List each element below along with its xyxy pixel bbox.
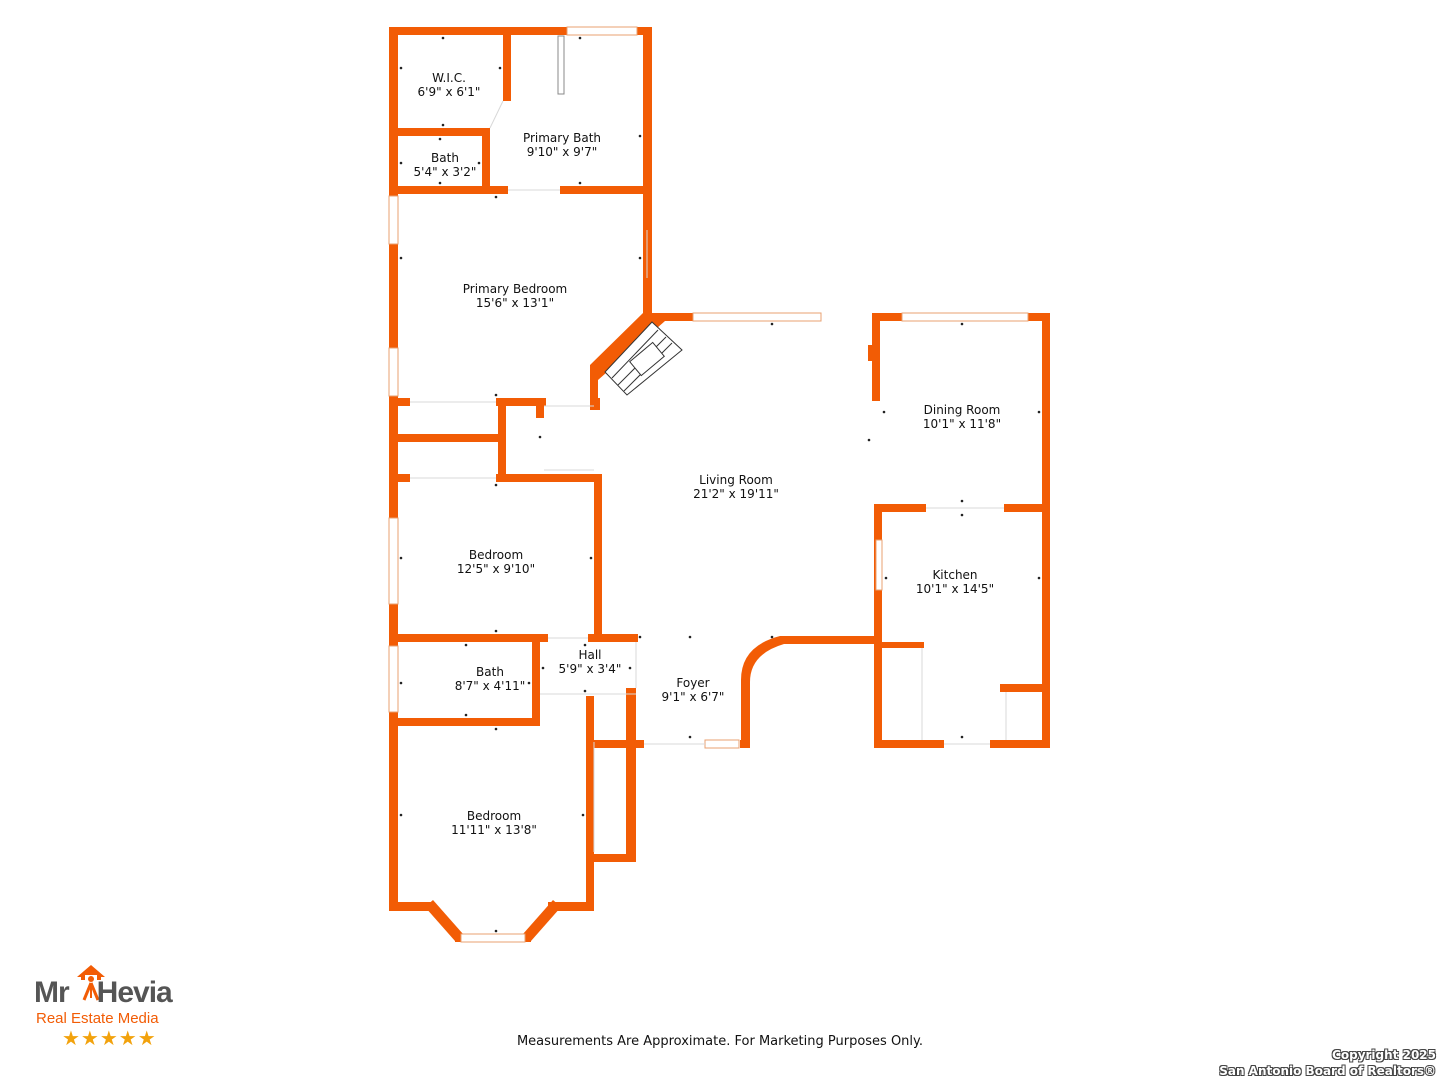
room-name-wic: W.I.C. [432, 71, 466, 85]
room-name-bath-2: Bath [476, 665, 504, 679]
room-size-living-room: 21'2" x 19'11" [693, 487, 779, 501]
logo-name-left: Mr [34, 976, 70, 1009]
copyright-line1: Copyright 2025 [1332, 1048, 1436, 1062]
brand-logo: Mr Hevia Real Estate Media ★★★★★ [34, 962, 204, 1054]
copyright-line2: San Antonio Board of Realtors® [1219, 1064, 1436, 1078]
logo-name-right: Hevia [96, 976, 173, 1009]
room-name-bath-small: Bath [431, 151, 459, 165]
room-size-wic: 6'9" x 6'1" [418, 85, 481, 99]
logo-name: Mr Hevia [34, 976, 173, 1010]
room-name-kitchen: Kitchen [932, 568, 977, 582]
logo-stars: ★★★★★ [62, 1026, 157, 1050]
copyright-watermark: Copyright 2025 San Antonio Board of Real… [1219, 1047, 1436, 1079]
measure-ticks [399, 36, 1041, 933]
room-name-foyer: Foyer [676, 676, 709, 690]
room-size-bath-small: 5'4" x 3'2" [414, 165, 477, 179]
room-name-dining-room: Dining Room [924, 403, 1001, 417]
room-size-primary-bath: 9'10" x 9'7" [527, 145, 598, 159]
disclaimer-text: Measurements Are Approximate. For Market… [516, 1034, 924, 1049]
room-size-foyer: 9'1" x 6'7" [662, 690, 725, 704]
room-size-primary-bedroom: 15'6" x 13'1" [476, 296, 554, 310]
room-size-hall: 5'9" x 3'4" [559, 662, 622, 676]
room-size-bedroom-3: 11'11" x 13'8" [451, 823, 537, 837]
room-size-dining-room: 10'1" x 11'8" [923, 417, 1001, 431]
openings [410, 35, 1007, 852]
windows [388, 26, 1029, 943]
house-camera-icon [77, 965, 105, 1001]
room-name-bedroom-3: Bedroom [467, 809, 521, 823]
room-name-primary-bath: Primary Bath [523, 131, 601, 145]
room-labels: W.I.C. 6'9" x 6'1" Primary Bath 9'10" x … [414, 71, 1002, 837]
room-size-bedroom-2: 12'5" x 9'10" [457, 562, 535, 576]
room-size-bath-2: 8'7" x 4'11" [455, 679, 526, 693]
room-name-hall: Hall [578, 648, 601, 662]
logo-tagline: Real Estate Media [36, 1010, 159, 1027]
room-name-primary-bedroom: Primary Bedroom [463, 282, 567, 296]
walls [389, 27, 1050, 942]
room-size-kitchen: 10'1" x 14'5" [916, 582, 994, 596]
fireplace [604, 321, 683, 396]
room-name-bedroom-2: Bedroom [469, 548, 523, 562]
room-name-living-room: Living Room [699, 473, 773, 487]
